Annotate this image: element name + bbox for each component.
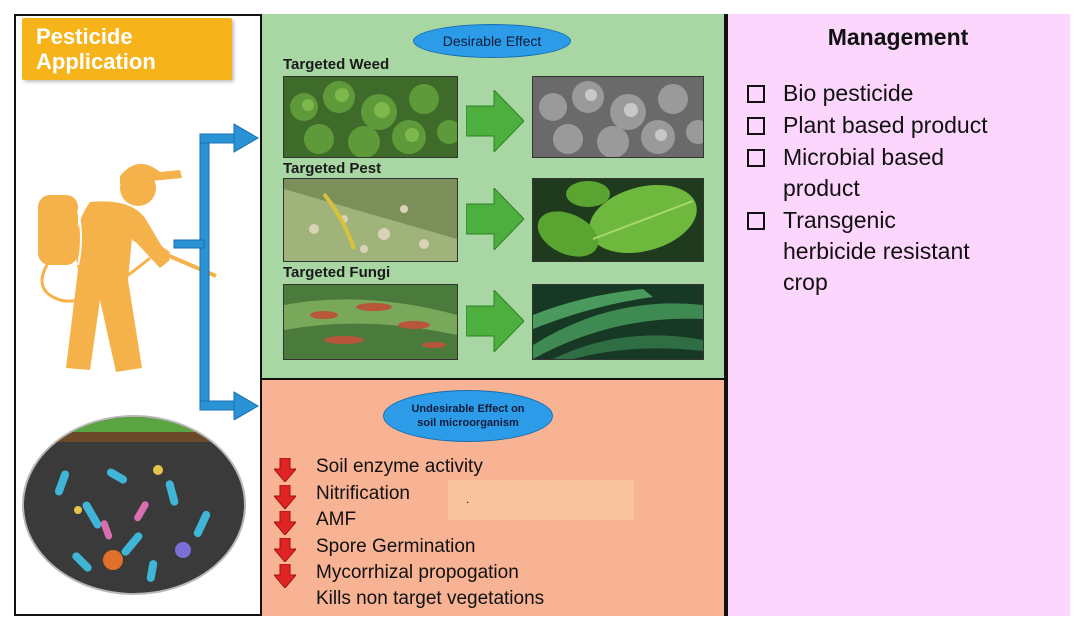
desirable-effect-heading: Desirable Effect <box>413 24 571 58</box>
undesirable-heading-line-1: Undesirable Effect on <box>411 403 525 415</box>
pest-photo <box>283 178 458 262</box>
title-line-2: Application <box>36 49 156 74</box>
undesirable-item: Mycorrhizal propogation <box>316 562 519 583</box>
checkbox-icon <box>747 149 765 167</box>
management-item: Plant based product <box>745 110 1055 141</box>
checkbox-icon <box>747 85 765 103</box>
title-text: Pesticide Application <box>36 24 156 74</box>
checkbox-icon <box>747 117 765 135</box>
management-item-line: Microbial based <box>783 144 945 170</box>
management-item: Microbial based product <box>745 142 1055 204</box>
undesirable-heading-line-2: soil microorganism <box>417 417 519 429</box>
management-item-line: product <box>783 175 860 201</box>
targeted-weed-label: Targeted Weed <box>283 56 390 73</box>
undesirable-item: Soil enzyme activity <box>316 456 483 477</box>
weed-killed-photo <box>532 76 704 158</box>
soil-microorganism-icon <box>22 415 246 595</box>
management-panel <box>726 14 1070 616</box>
management-item: Transgenic herbicide resistant crop <box>745 205 1055 298</box>
stray-mark: . <box>466 492 470 506</box>
targeted-fungi-label: Targeted Fungi <box>283 264 391 281</box>
highlight-box <box>448 480 634 520</box>
management-item-line: Transgenic <box>783 207 896 233</box>
undesirable-item: Nitrification <box>316 482 410 504</box>
red-down-arrow-icon <box>274 484 296 509</box>
green-arrow-icon <box>466 290 524 352</box>
targeted-pest-label: Targeted Pest <box>283 160 382 177</box>
fungi-photo <box>283 284 458 360</box>
undesirable-item: AMF <box>316 509 357 530</box>
healthy-crop-photo <box>532 284 704 360</box>
undesirable-item-kills: Kills non target vegetations <box>316 588 545 609</box>
title-line-1: Pesticide <box>36 24 133 49</box>
red-down-arrow-icon <box>274 537 296 562</box>
green-arrow-icon <box>466 90 524 152</box>
management-item-line: herbicide resistant <box>783 238 970 264</box>
sprayer-person-icon <box>38 163 217 372</box>
red-down-arrow-icon <box>274 511 296 535</box>
management-item: Bio pesticide <box>745 78 1055 109</box>
management-item-line: Bio pesticide <box>783 80 914 106</box>
management-heading: Management <box>827 24 969 50</box>
title-box <box>22 18 232 80</box>
management-item-line: Plant based product <box>783 112 988 138</box>
healthy-leaf-photo <box>532 178 704 262</box>
red-down-arrow-icon <box>274 564 296 588</box>
green-arrow-icon <box>466 188 524 250</box>
weed-photo <box>283 76 458 158</box>
blue-bracket-arrows <box>173 123 259 420</box>
undesirable-effect-heading: Undesirable Effect on soil microorganism <box>383 390 553 442</box>
undesirable-item: Spore Germination <box>316 535 476 557</box>
checkbox-icon <box>747 212 765 230</box>
red-down-arrow-icon <box>274 458 296 482</box>
management-item-line: crop <box>783 269 828 295</box>
